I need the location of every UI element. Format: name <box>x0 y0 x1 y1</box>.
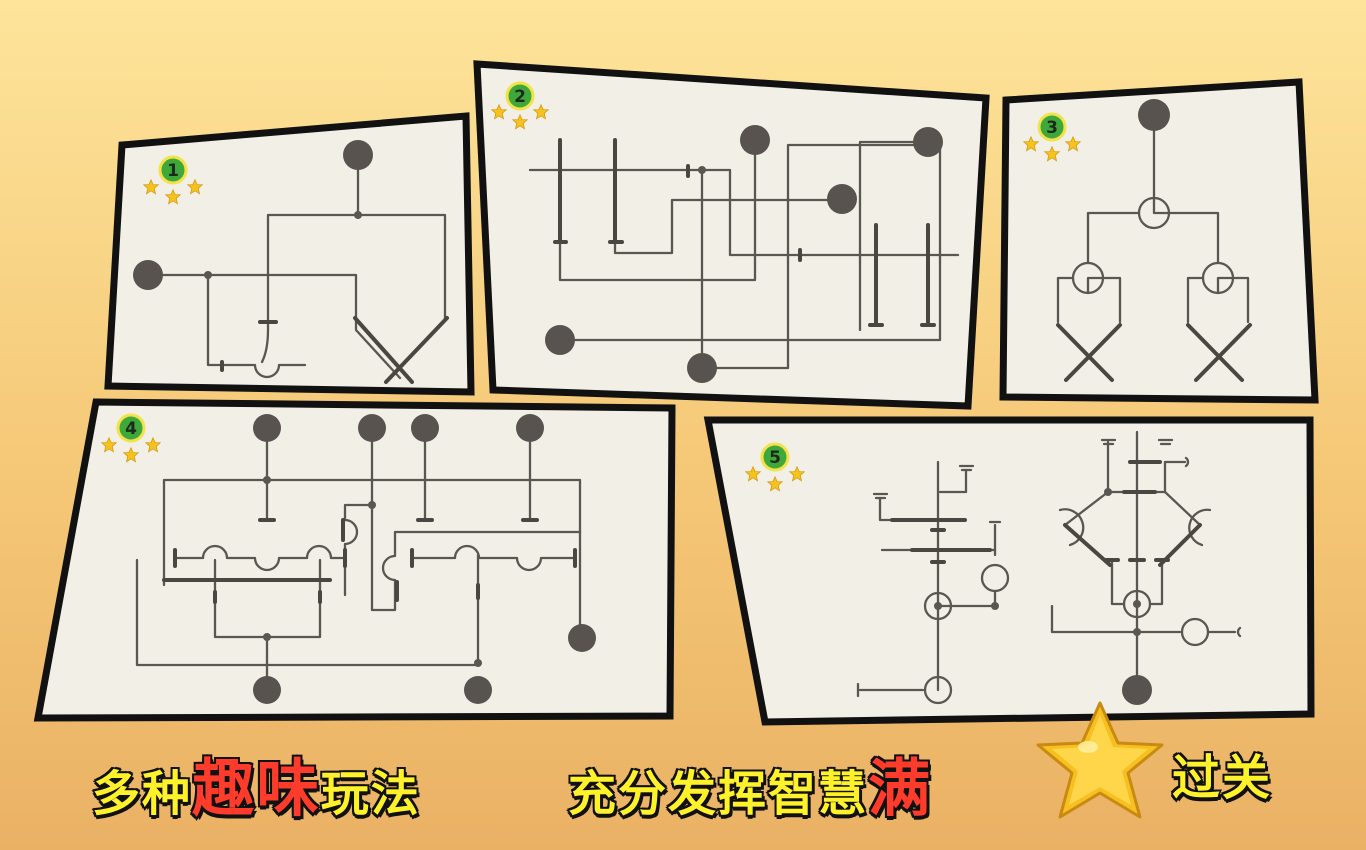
svg-text:2: 2 <box>514 87 526 107</box>
level-card-3[interactable]: 3 <box>999 78 1319 404</box>
slogan-banner: 多种趣味玩法 充分发挥智慧满 过关 <box>0 728 1366 838</box>
level-5-node-a <box>1122 675 1152 705</box>
level-1-node-a <box>133 260 163 290</box>
slogan-highlight-2: 满 <box>867 751 933 827</box>
level-5-board <box>703 416 1315 726</box>
level-4-node-g <box>464 676 492 704</box>
level-4-node-a <box>253 414 281 442</box>
level-2-node-c <box>827 184 857 214</box>
slogan-middle: 充分发挥智慧满 <box>566 738 933 828</box>
slogan-part-1: 多种 <box>90 765 193 824</box>
slogan-left: 多种趣味玩法 <box>90 738 421 828</box>
level-2-badge: 2 <box>491 81 549 130</box>
level-3-circuit <box>1056 99 1252 382</box>
level-3-badge: 3 <box>1023 112 1081 162</box>
level-card-4[interactable]: 4 <box>33 398 676 722</box>
level-card-1[interactable]: 1 <box>104 112 475 396</box>
level-2-circuit <box>528 125 960 383</box>
level-3-node-a <box>1138 99 1170 131</box>
level-2-node-b <box>913 127 943 157</box>
svg-text:1: 1 <box>167 161 179 181</box>
level-4-circuit <box>135 414 596 704</box>
slogan-part-3: 玩法 <box>319 765 421 824</box>
level-1-node-b <box>343 140 373 170</box>
level-3-board <box>999 78 1319 404</box>
level-card-2[interactable]: 2 <box>473 60 990 410</box>
svg-text:5: 5 <box>769 448 781 468</box>
big-star-icon <box>1036 701 1164 819</box>
level-2-node-d <box>545 325 575 355</box>
slogan-right: 过关 <box>1170 738 1273 808</box>
level-4-node-c <box>411 414 439 442</box>
svg-text:4: 4 <box>125 419 137 439</box>
level-2-board <box>473 60 990 410</box>
slogan-part-4: 充分发挥智慧 <box>566 765 869 824</box>
slogan-part-6: 过关 <box>1170 749 1273 808</box>
level-4-node-e <box>568 624 596 652</box>
svg-text:3: 3 <box>1046 118 1058 138</box>
level-1-badge: 1 <box>143 155 203 205</box>
level-4-badge: 4 <box>101 413 161 463</box>
level-5-badge: 5 <box>745 442 805 492</box>
level-5-circuit <box>856 430 1242 705</box>
slogan-highlight-1: 趣味 <box>191 751 321 827</box>
level-card-5[interactable]: 5 <box>703 416 1315 726</box>
level-2-node-e <box>687 353 717 383</box>
level-1-circuit <box>133 140 449 384</box>
level-2-node-a <box>740 125 770 155</box>
level-4-node-b <box>358 414 386 442</box>
level-4-node-f <box>253 676 281 704</box>
level-4-node-d <box>516 414 544 442</box>
